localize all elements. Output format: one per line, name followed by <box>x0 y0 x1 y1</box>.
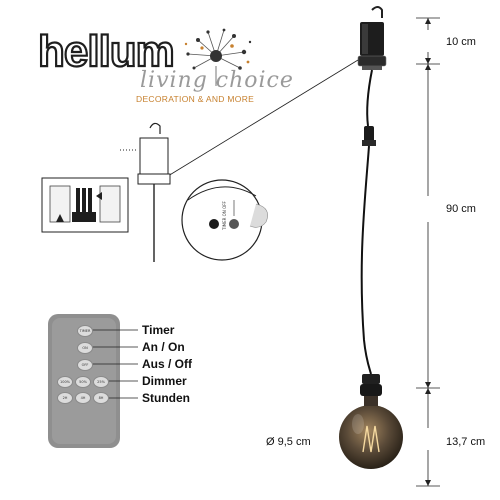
remote-label-timer: Timer <box>142 323 175 337</box>
brand-logo-word: hellum <box>37 27 176 76</box>
remote-button-50[interactable]: 50% <box>75 376 91 388</box>
remote-button-off[interactable]: OFF <box>77 359 93 371</box>
brand-tagline-amp-icon: & <box>197 94 206 104</box>
dimension-top: 10 cm <box>446 36 476 48</box>
remote-button-4h[interactable]: 4H <box>75 392 91 404</box>
brand-script-text: living choice <box>140 68 294 93</box>
remote-button-timer[interactable]: TIMER <box>77 325 93 337</box>
remote-button-2h[interactable]: 2H <box>57 392 73 404</box>
dimension-bulb-height: 13,7 cm <box>446 436 486 448</box>
remote-button-on[interactable]: ON <box>77 342 93 354</box>
switch-label: TIMER ON OFF <box>222 201 227 230</box>
brand-tagline-right: AND MORE <box>205 94 255 104</box>
remote-button-8h[interactable]: 8H <box>93 392 109 404</box>
remote-label-hours: Stunden <box>142 391 190 405</box>
dandelion-logo-icon <box>184 28 252 86</box>
remote-label-off: Aus / Off <box>142 357 192 371</box>
remote-button-25[interactable]: 25% <box>93 376 109 388</box>
brand-tagline: DECORATION & AND MORE <box>136 94 254 104</box>
brand-tagline-left: DECORATION <box>136 94 196 104</box>
remote-label-on: An / On <box>142 340 185 354</box>
remote-label-dimmer: Dimmer <box>142 374 187 388</box>
dimension-bulb-diameter: Ø 9,5 cm <box>266 436 311 448</box>
dimension-cable: 90 cm <box>446 203 476 215</box>
remote-button-100[interactable]: 100% <box>57 376 73 388</box>
